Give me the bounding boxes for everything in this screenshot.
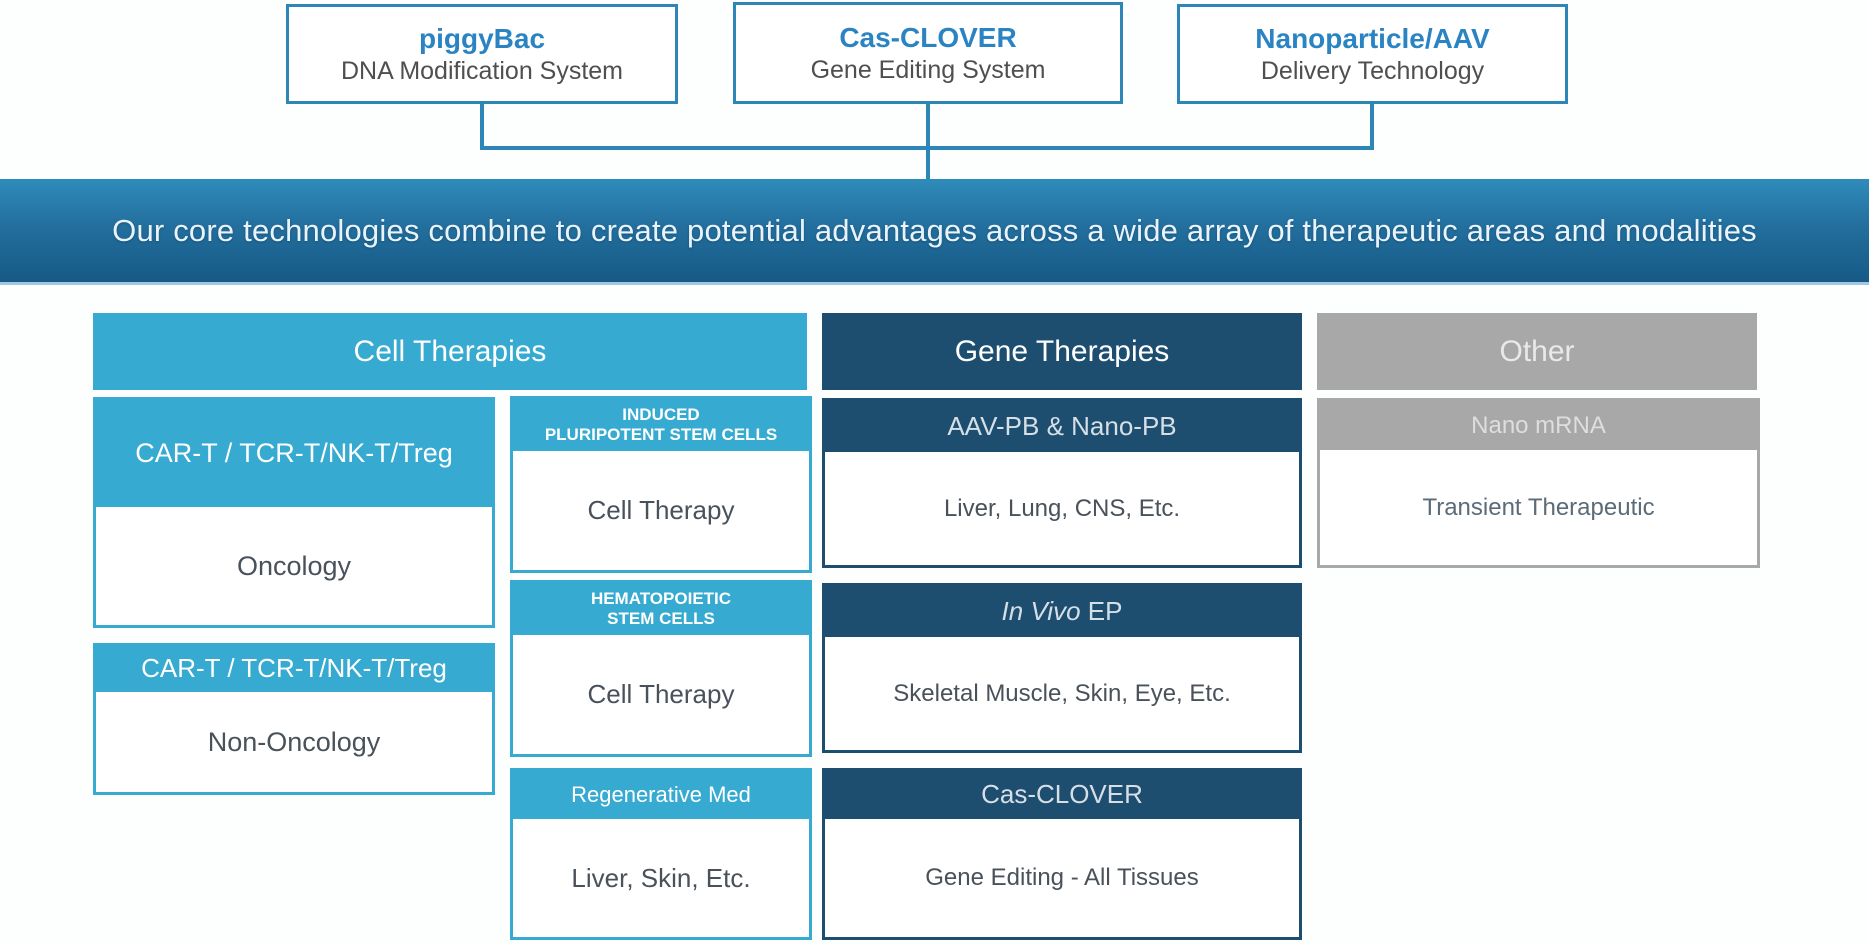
box-body: Liver, Skin, Etc. [513,819,809,937]
box-header: CAR-T / TCR-T/NK-T/Treg [96,646,492,692]
box-header: HEMATOPOIETIC STEM CELLS [513,583,809,635]
connector-line-horizontal [480,146,1374,150]
box-header: CAR-T / TCR-T/NK-T/Treg [96,400,492,507]
box-nano-mrna: Nano mRNA Transient Therapeutic [1317,398,1760,568]
technology-box-casclover: Cas-CLOVER Gene Editing System [733,2,1123,104]
box-header-line2: STEM CELLS [607,609,715,628]
technology-name: Cas-CLOVER [839,21,1017,53]
column-header-cell-therapies: Cell Therapies [93,313,807,390]
box-header: Cas-CLOVER [825,771,1299,819]
technology-box-piggybac: piggyBac DNA Modification System [286,4,678,104]
box-header-rest: EP [1080,595,1123,626]
banner: Our core technologies combine to create … [0,179,1869,285]
box-body: Non-Oncology [96,692,492,792]
connector-line-center [926,104,930,181]
box-header-italic: In Vivo [1001,595,1081,626]
box-body: Cell Therapy [513,635,809,754]
box-cart-non-oncology: CAR-T / TCR-T/NK-T/Treg Non-Oncology [93,643,495,795]
box-header: AAV-PB & Nano-PB [825,401,1299,452]
box-regenerative-med: Regenerative Med Liver, Skin, Etc. [510,768,812,940]
box-induced-pluripotent-stem-cells: INDUCED PLURIPOTENT STEM CELLS Cell Ther… [510,396,812,573]
box-body: Oncology [96,507,492,625]
box-body: Skeletal Muscle, Skin, Eye, Etc. [825,637,1299,750]
box-in-vivo-ep: In Vivo EP Skeletal Muscle, Skin, Eye, E… [822,583,1302,753]
box-cart-oncology: CAR-T / TCR-T/NK-T/Treg Oncology [93,397,495,628]
box-hematopoietic-stem-cells: HEMATOPOIETIC STEM CELLS Cell Therapy [510,580,812,757]
box-header: In Vivo EP [825,586,1299,637]
technology-description: Gene Editing System [810,55,1046,84]
technology-box-nanoparticle: Nanoparticle/AAV Delivery Technology [1177,4,1568,104]
connector-line-right [1370,104,1374,150]
box-body: Gene Editing - All Tissues [825,819,1299,937]
column-header-label: Other [1499,334,1575,368]
box-header: Regenerative Med [513,771,809,819]
technology-description: DNA Modification System [340,56,624,85]
box-header-line1: HEMATOPOIETIC [590,589,732,609]
box-body: Transient Therapeutic [1320,450,1757,565]
connector-line-left [480,104,484,150]
box-casclover-editing: Cas-CLOVER Gene Editing - All Tissues [822,768,1302,940]
column-header-other: Other [1317,313,1757,390]
column-header-gene-therapies: Gene Therapies [822,313,1302,390]
box-header: Nano mRNA [1320,401,1757,450]
box-body: Liver, Lung, CNS, Etc. [825,452,1299,565]
box-aavpb-nanopb: AAV-PB & Nano-PB Liver, Lung, CNS, Etc. [822,398,1302,568]
technology-name: Nanoparticle/AAV [1255,22,1490,54]
box-header: INDUCED PLURIPOTENT STEM CELLS [513,399,809,451]
technology-description: Delivery Technology [1260,56,1485,85]
banner-text: Our core technologies combine to create … [112,212,1757,248]
box-header-line1: INDUCED [622,405,700,425]
column-header-label: Cell Therapies [353,334,547,368]
column-header-label: Gene Therapies [954,334,1170,368]
technology-name: piggyBac [418,22,546,54]
box-header-line2: PLURIPOTENT STEM CELLS [544,425,778,444]
box-body: Cell Therapy [513,451,809,570]
